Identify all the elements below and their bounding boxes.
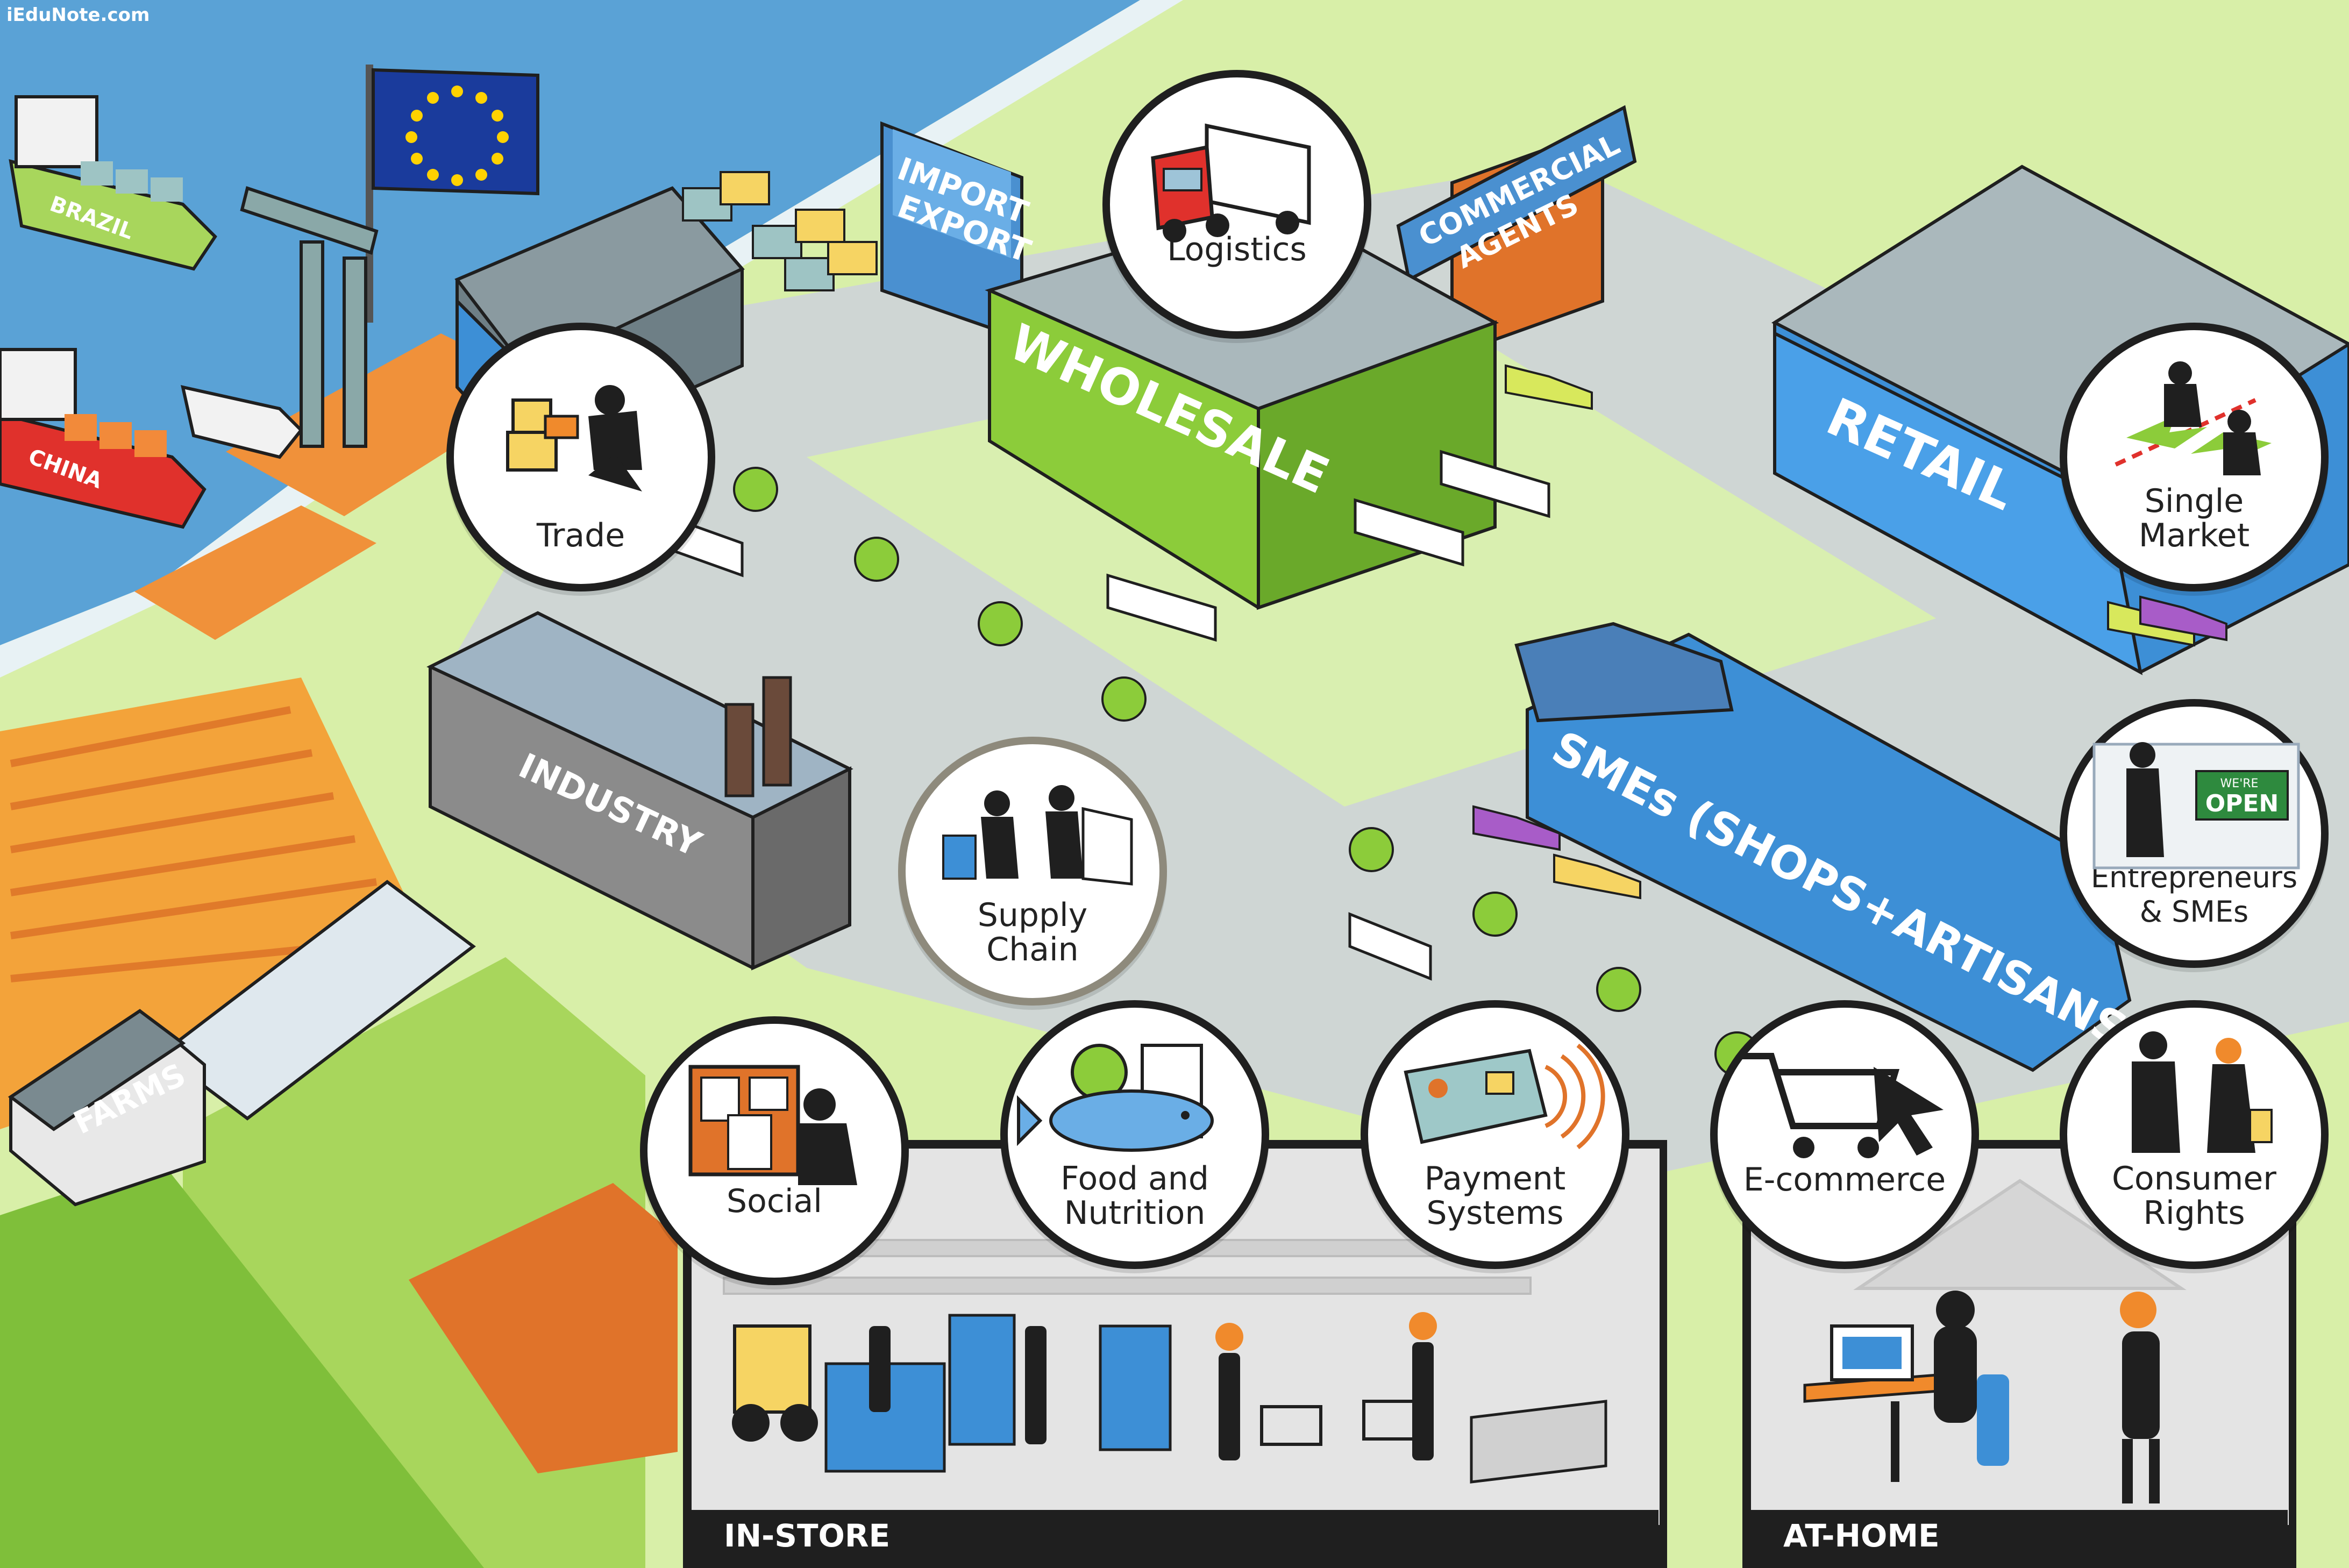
at-home-label-bar: AT-HOME: [1751, 1510, 2288, 1559]
topic-logistics[interactable]: Logistics: [1102, 70, 1371, 339]
site-watermark: iEduNote.com: [6, 4, 150, 26]
topic-food[interactable]: Food and Nutrition: [1000, 1000, 1269, 1269]
forklift: [732, 1324, 818, 1442]
notice-board-icon: [688, 1065, 857, 1185]
open-sign-icon: WE'RE OPEN: [2092, 742, 2300, 869]
farm-field-brown: [409, 1183, 678, 1473]
topic-ecommerce[interactable]: E-commerce: [1710, 1000, 1979, 1269]
ship-china: CHINA: [0, 348, 207, 529]
port-crane: [240, 186, 379, 448]
topic-supply-chain[interactable]: Supply Chain: [898, 737, 1167, 1006]
farm-field-lower: [0, 1161, 484, 1568]
trees: [733, 467, 1760, 1077]
person-on-phone: [2120, 1292, 2160, 1503]
topic-single-market[interactable]: Single Market: [2060, 323, 2329, 591]
supply-chain-icon: [942, 785, 1133, 886]
cars: [1472, 364, 2227, 900]
industry-building: INDUSTRY: [426, 611, 853, 971]
shoppers: [869, 1312, 1437, 1460]
handshake-icon: [2132, 1031, 2273, 1153]
topic-label-payment: Payment Systems: [1424, 1160, 1566, 1232]
eu-flag: [366, 65, 539, 323]
topic-label-social: Social: [727, 1182, 822, 1220]
topic-label-single-market: Single Market: [2138, 482, 2250, 554]
shopping-carts: [1260, 1400, 1425, 1446]
at-home-label: AT-HOME: [1783, 1517, 1940, 1554]
greenhouse: [159, 880, 476, 1121]
checkout-counter: [1470, 1400, 1607, 1484]
topic-consumer[interactable]: Consumer Rights: [2060, 1000, 2329, 1269]
payment-card-icon: [1404, 1043, 1605, 1150]
truck-icon: [1151, 123, 1311, 243]
topic-label-food: Food and Nutrition: [1060, 1160, 1209, 1232]
in-store-label-bar: IN-STORE: [692, 1510, 1658, 1559]
person-at-computer: [1934, 1291, 2009, 1466]
topic-entrepreneurs[interactable]: WE'RE OPEN Entrepreneurs & SMEs: [2060, 699, 2329, 968]
topic-label-supply-chain: Supply Chain: [977, 896, 1088, 968]
topic-payment[interactable]: Payment Systems: [1361, 1000, 1629, 1269]
cart-cursor-icon: [1739, 1053, 1944, 1158]
topic-label-logistics: Logistics: [1167, 231, 1307, 268]
fish-apple-icon: [1017, 1044, 1214, 1152]
single-market-icon: [2115, 361, 2272, 475]
trade-icon: [506, 385, 642, 491]
topic-label-trade: Trade: [536, 517, 625, 554]
topic-trade[interactable]: Trade: [446, 323, 715, 591]
in-store-label: IN-STORE: [724, 1517, 891, 1554]
topic-social[interactable]: Social: [640, 1016, 909, 1285]
open-sign-big: OPEN: [2205, 790, 2279, 817]
topic-label-consumer: Consumer Rights: [2112, 1160, 2276, 1232]
shelves: [948, 1314, 1172, 1451]
container-stacks: [682, 171, 878, 291]
farm-house: FARMS: [8, 1009, 206, 1207]
desk-with-computer: [1803, 1324, 1946, 1482]
ship-brazil: BRAZIL: [9, 95, 217, 271]
topic-label-ecommerce: E-commerce: [1743, 1161, 1946, 1199]
ship-small: [181, 385, 304, 459]
port-pier: [134, 505, 376, 640]
crop-rows: [10, 706, 378, 982]
open-sign-small: WE'RE: [2220, 777, 2259, 790]
